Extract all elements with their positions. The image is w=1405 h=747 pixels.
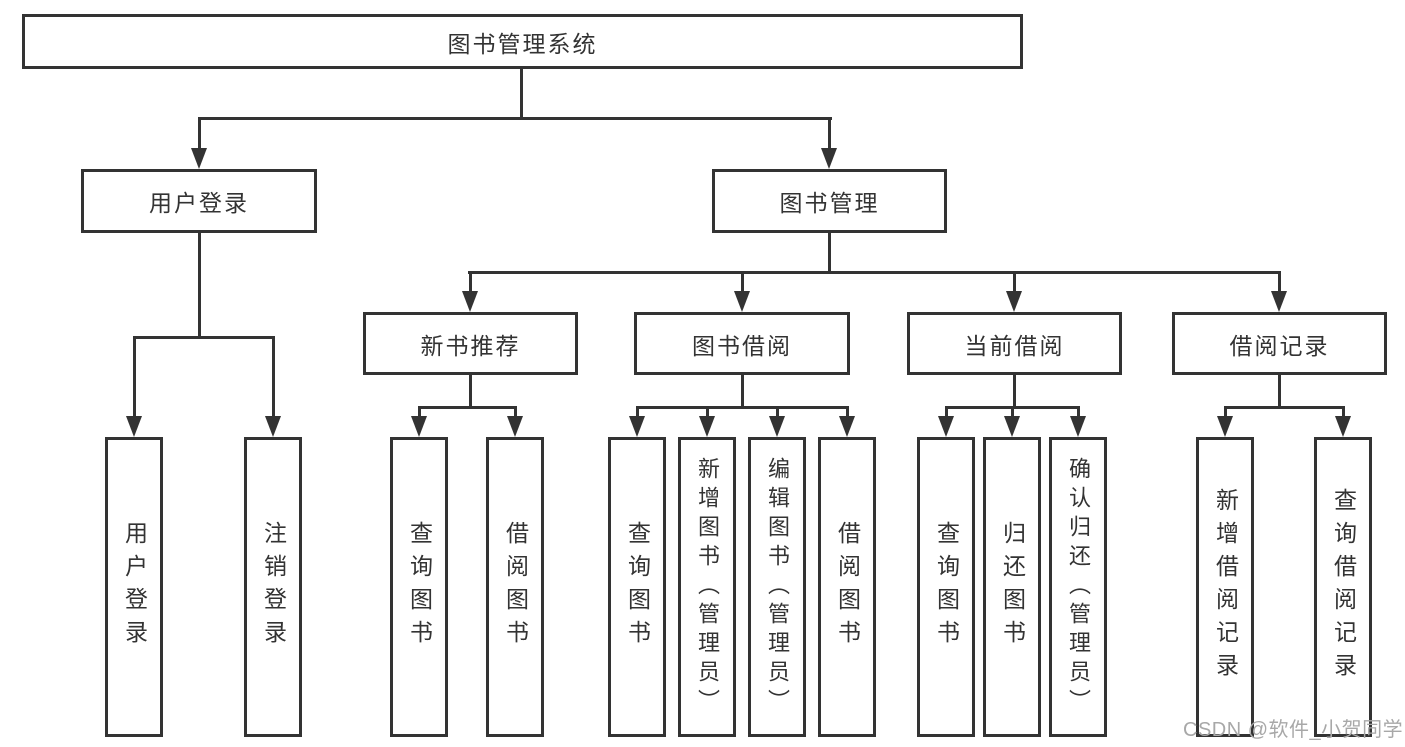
node-label: 借阅图书	[834, 521, 861, 653]
connector-line	[1011, 406, 1014, 420]
connector-line	[272, 336, 275, 420]
connector-line	[636, 406, 849, 409]
node-user-login: 用户登录	[81, 169, 317, 233]
arrowhead-down-icon	[734, 291, 750, 312]
arrowhead-down-icon	[699, 416, 715, 437]
connector-line	[418, 406, 517, 409]
leaf-logout: 注销登录	[244, 437, 302, 737]
leaf-query-books: 查询图书	[390, 437, 448, 737]
leaf-confirm-return-admin: 确认归还（管理员）	[1049, 437, 1107, 737]
connector-line	[1013, 271, 1016, 295]
arrowhead-down-icon	[191, 148, 207, 169]
leaf-user-login: 用户登录	[105, 437, 163, 737]
connector-line	[776, 406, 779, 420]
leaf-return-books: 归还图书	[983, 437, 1041, 737]
connector-line	[1342, 406, 1345, 420]
node-label: 图书管理系统	[447, 30, 598, 57]
arrowhead-down-icon	[265, 416, 281, 437]
arrowhead-down-icon	[126, 416, 142, 437]
node-label: 用户登录	[149, 190, 249, 216]
node-label: 查询图书	[406, 521, 433, 653]
arrowhead-down-icon	[1271, 291, 1287, 312]
arrowhead-down-icon	[1217, 416, 1233, 437]
arrowhead-down-icon	[1006, 291, 1022, 312]
arrowhead-down-icon	[629, 416, 645, 437]
connector-line	[706, 406, 709, 420]
connector-line	[133, 336, 275, 339]
connector-line	[741, 375, 744, 409]
connector-line	[1278, 271, 1281, 295]
leaf-query-books: 查询图书	[608, 437, 666, 737]
leaf-query-borrow-record: 查询借阅记录	[1314, 437, 1372, 737]
node-label: 查询图书	[933, 521, 960, 653]
connector-line	[520, 69, 523, 117]
arrowhead-down-icon	[1070, 416, 1086, 437]
connector-line	[945, 406, 948, 420]
connector-line	[133, 336, 136, 420]
connector-line	[1077, 406, 1080, 420]
connector-line	[469, 271, 472, 295]
node-book-management: 图书管理	[712, 169, 947, 233]
arrowhead-down-icon	[411, 416, 427, 437]
node-label: 查询借阅记录	[1330, 488, 1357, 686]
leaf-add-borrow-record: 新增借阅记录	[1196, 437, 1254, 737]
connector-line	[418, 406, 421, 420]
node-label: 查询图书	[624, 521, 651, 653]
connector-line	[846, 406, 849, 420]
node-label: 当前借阅	[964, 332, 1065, 359]
connector-line	[514, 406, 517, 420]
leaf-borrow-books: 借阅图书	[486, 437, 544, 737]
leaf-add-books-admin: 新增图书（管理员）	[678, 437, 736, 737]
node-current-borrowing: 当前借阅	[907, 312, 1122, 375]
leaf-query-books: 查询图书	[917, 437, 975, 737]
connector-line	[828, 117, 831, 152]
arrowhead-down-icon	[1004, 416, 1020, 437]
node-label: 编辑图书（管理员）	[765, 456, 790, 718]
connector-line	[198, 117, 201, 152]
node-library-management-system: 图书管理系统	[22, 14, 1023, 69]
arrowhead-down-icon	[938, 416, 954, 437]
connector-line	[469, 375, 472, 409]
node-label: 新增图书（管理员）	[695, 456, 720, 718]
connector-line	[198, 233, 201, 339]
connector-line	[198, 117, 832, 120]
node-book-borrowing: 图书借阅	[634, 312, 850, 375]
node-label: 新书推荐	[420, 332, 521, 359]
node-label: 图书管理	[779, 190, 880, 216]
arrowhead-down-icon	[839, 416, 855, 437]
node-label: 新增借阅记录	[1212, 488, 1239, 686]
node-borrowing-records: 借阅记录	[1172, 312, 1387, 375]
arrowhead-down-icon	[462, 291, 478, 312]
connector-line	[1278, 375, 1281, 409]
leaf-borrow-books: 借阅图书	[818, 437, 876, 737]
connector-line	[636, 406, 639, 420]
connector-line	[1013, 375, 1016, 409]
arrowhead-down-icon	[507, 416, 523, 437]
node-new-book-recommend: 新书推荐	[363, 312, 578, 375]
node-label: 注销登录	[260, 521, 287, 653]
node-label: 借阅记录	[1229, 332, 1330, 359]
node-label: 用户登录	[121, 521, 148, 653]
connector-line	[468, 271, 1281, 274]
node-label: 确认归还（管理员）	[1066, 456, 1091, 718]
arrowhead-down-icon	[769, 416, 785, 437]
arrowhead-down-icon	[1335, 416, 1351, 437]
arrowhead-down-icon	[821, 148, 837, 169]
node-label: 借阅图书	[502, 521, 529, 653]
leaf-edit-books-admin: 编辑图书（管理员）	[748, 437, 806, 737]
node-label: 归还图书	[999, 521, 1026, 653]
connector-line	[741, 271, 744, 295]
connector-line	[1224, 406, 1227, 420]
node-label: 图书借阅	[692, 332, 792, 359]
connector-line	[1224, 406, 1345, 409]
connector-line	[828, 233, 831, 274]
watermark: CSDN @软件_小贺同学	[1183, 719, 1404, 741]
